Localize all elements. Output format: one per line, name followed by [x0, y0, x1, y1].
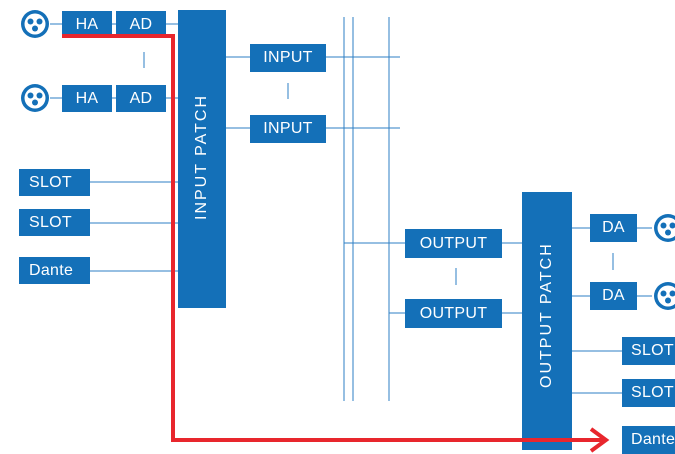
da-block-2: DA — [590, 282, 637, 310]
ad-block-1: AD — [116, 11, 166, 38]
output-channel-block-1: OUTPUT — [405, 229, 502, 258]
output-connector-icon-2 — [654, 282, 675, 310]
input-dante-block: Dante — [19, 257, 90, 284]
ad-block-2: AD — [116, 85, 166, 112]
da-block-1: DA — [590, 214, 637, 242]
output-patch-block: OUTPUT PATCH — [522, 192, 572, 450]
output-connector-icon-1 — [654, 214, 675, 242]
input-patch-block: INPUT PATCH — [178, 10, 226, 308]
output-channel-block-2: OUTPUT — [405, 299, 502, 328]
ha-block-1: HA — [62, 11, 112, 38]
ha-block-2: HA — [62, 85, 112, 112]
arrow-right-icon — [589, 427, 610, 453]
output-dante-block: Dante — [622, 426, 675, 454]
input-slot-block-1: SLOT — [19, 169, 90, 196]
output-slot-block-1: SLOT — [622, 337, 675, 365]
input-channel-block-2: INPUT — [250, 115, 326, 143]
input-slot-block-2: SLOT — [19, 209, 90, 236]
input-connector-icon-1 — [21, 10, 49, 38]
output-slot-block-2: SLOT — [622, 379, 675, 407]
input-channel-block-1: INPUT — [250, 44, 326, 72]
input-connector-icon-2 — [21, 84, 49, 112]
